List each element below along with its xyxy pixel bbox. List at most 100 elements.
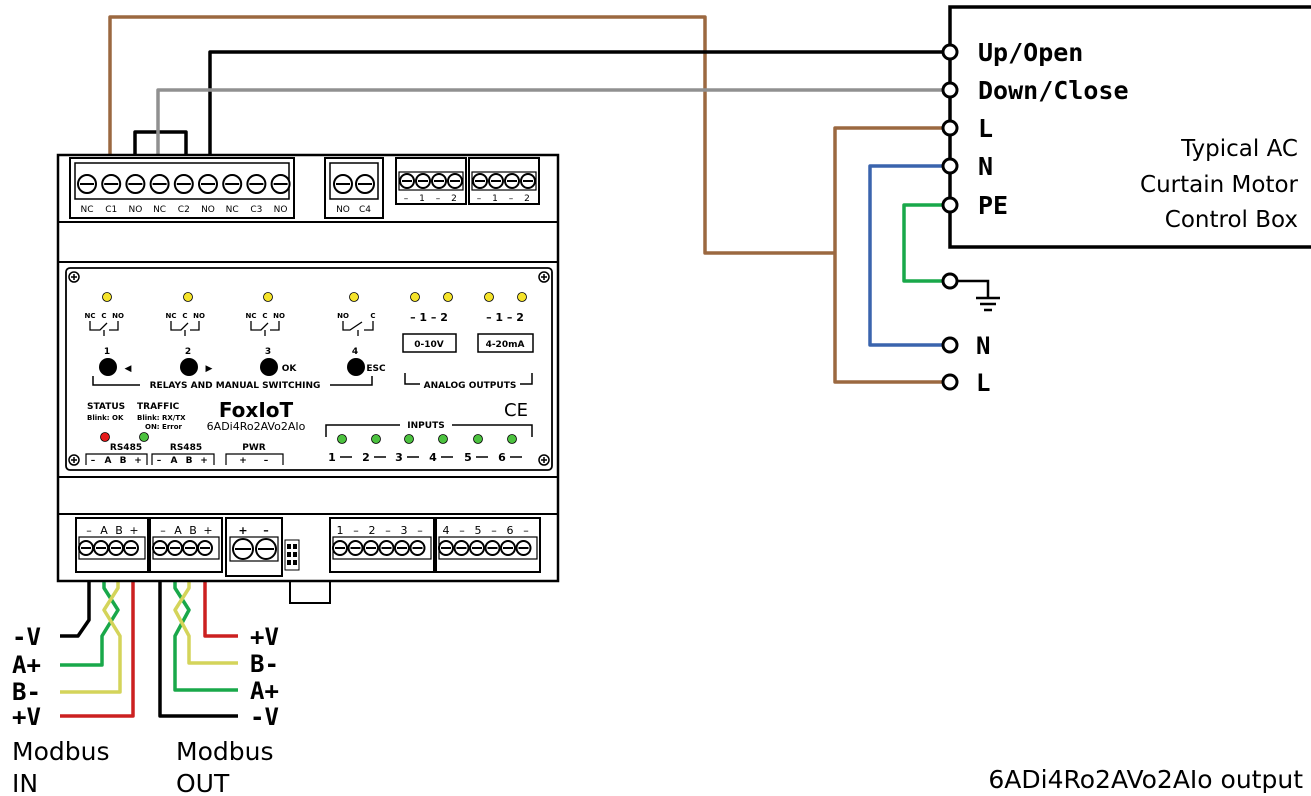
- l-terminal: [941, 373, 959, 391]
- control-box-terminal-dot: [941, 43, 959, 61]
- ao-terminal-label: –: [436, 194, 441, 204]
- wire-blue-N: [868, 164, 945, 347]
- bottom-pin-label: B: [189, 524, 197, 537]
- wire-modbus-in-minus-v: [60, 572, 91, 638]
- relay-terminal-label: C2: [178, 205, 190, 215]
- traffic-sub-2: ON: Error: [145, 423, 183, 431]
- input-number: 2: [362, 451, 370, 464]
- relay-terminal-screws: [77, 174, 291, 194]
- bottom-pin-label: –: [160, 524, 166, 537]
- bottom-screw: [93, 540, 109, 556]
- ao-terminal-label: –: [404, 194, 409, 204]
- analog-output-leds: [410, 292, 527, 302]
- ao-led: [443, 292, 453, 302]
- relay4-screw: [333, 174, 353, 194]
- relay-terminal-label: NO: [201, 205, 215, 215]
- ao-terminal-label: –: [509, 194, 514, 204]
- model-label: 6ADi4Ro2AVo2AIo: [207, 420, 306, 433]
- manual-button[interactable]: [180, 358, 198, 376]
- bottom-pin-label: A: [174, 524, 182, 537]
- power-screw: [255, 538, 277, 560]
- manual-button[interactable]: [99, 358, 117, 376]
- status-label: STATUS: [87, 402, 125, 412]
- manual-button[interactable]: [347, 358, 365, 376]
- pwr-label: PWR: [242, 443, 266, 453]
- bottom-pin-label: 4: [443, 524, 450, 537]
- control-box-title-1: Typical AC: [1180, 136, 1298, 162]
- rs485-out-label: RS485: [170, 443, 202, 453]
- relay-led: [349, 292, 359, 302]
- control-box-terminal-label: Up/Open: [978, 38, 1083, 67]
- relay-switch-label: C: [101, 312, 106, 320]
- relay-screw: [198, 174, 218, 194]
- manual-button[interactable]: [260, 358, 278, 376]
- analog-output-terminal-blocks: –1–2–1–2: [395, 157, 540, 205]
- bottom-pin-label: A: [100, 524, 108, 537]
- ao-screw: [415, 173, 431, 189]
- bottom-screw: [500, 540, 516, 556]
- modbus-in-label-minus-v: -V: [12, 623, 41, 651]
- traffic-led: [139, 432, 149, 442]
- wire-brown-L-bus: [833, 126, 945, 384]
- relay-screw: [77, 174, 97, 194]
- modbus-in-caption-2: IN: [12, 769, 38, 796]
- power-screw: [232, 538, 254, 560]
- panel-pin-label: A: [171, 456, 178, 466]
- relay4-switch-label: C: [370, 312, 375, 320]
- panel-pin-label: B: [186, 456, 193, 466]
- panel-screw-icons: [68, 271, 550, 466]
- relay-switch-label: C: [182, 312, 187, 320]
- switch-symbol-icon: [250, 321, 280, 336]
- din-clip: [289, 581, 331, 604]
- bottom-screw: [347, 540, 364, 556]
- control-box-terminal-label: PE: [978, 191, 1008, 220]
- relay-terminal-label: NO: [128, 205, 142, 215]
- button-number: 4: [352, 347, 358, 357]
- bottom-screw: [123, 540, 139, 556]
- control-box-title-3: Control Box: [1165, 207, 1298, 233]
- modbus-in-caption-1: Modbus: [12, 737, 109, 766]
- ao-led: [484, 292, 494, 302]
- bottom-pin-label: –: [491, 524, 497, 537]
- ce-mark: CE: [504, 400, 528, 421]
- traffic-label: TRAFFIC: [137, 402, 180, 412]
- relay4-switch-label: NO: [337, 312, 349, 320]
- button-arrow-icon: OK: [282, 364, 298, 374]
- relay-terminal-label: NC: [153, 205, 166, 215]
- relay-led: [102, 292, 112, 302]
- relay4-terminal-label: C4: [359, 205, 371, 215]
- modbus-in-label-b-minus: B-: [12, 678, 41, 706]
- bottom-pin-label: +: [129, 524, 138, 537]
- control-box-terminal-label: N: [978, 152, 993, 181]
- relay-led: [183, 292, 193, 302]
- wires: [60, 15, 945, 718]
- bottom-screw: [182, 540, 198, 556]
- relay-screw: [149, 174, 170, 194]
- wire-black-up-open: [208, 50, 945, 155]
- brand-logo: FoxIoT: [219, 398, 294, 422]
- bottom-pin-label: –: [353, 524, 359, 537]
- panel-pin-label: +: [239, 456, 247, 466]
- modbus-out-label-a-plus: A+: [250, 677, 279, 705]
- input-led: [438, 434, 448, 444]
- n-terminal: [941, 336, 959, 354]
- input-led: [507, 434, 517, 444]
- relay-screw: [270, 174, 291, 194]
- bottom-screw: [453, 540, 470, 556]
- bottom-screw: [78, 540, 94, 556]
- input-led: [473, 434, 483, 444]
- modbus-out: +V B- A+ -V Modbus OUT: [176, 623, 279, 796]
- wire-green-PE: [902, 203, 945, 283]
- modbus-in: -V A+ B- +V Modbus IN: [12, 623, 109, 796]
- bottom-pin-label: –: [385, 524, 391, 537]
- relay4-terminal-label: NO: [336, 205, 350, 215]
- button-arrow-icon: ◀: [125, 364, 132, 374]
- relay4-terminal-labels: NO C4: [336, 205, 371, 215]
- relay-terminal-label: NC: [226, 205, 239, 215]
- relays-caption: RELAYS AND MANUAL SWITCHING: [150, 381, 321, 391]
- ao1-ticks: – 1 – 2: [410, 311, 448, 324]
